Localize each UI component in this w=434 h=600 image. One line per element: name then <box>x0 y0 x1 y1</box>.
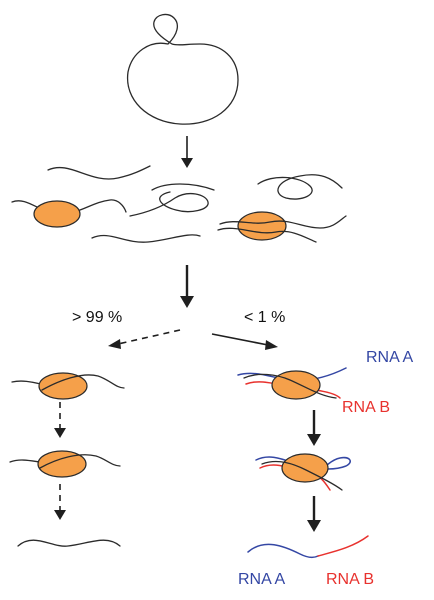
rna-fragments-group <box>11 165 347 243</box>
product-rna-a <box>247 543 319 559</box>
left-column <box>9 372 125 547</box>
arrow-dashed-down-left-1 <box>54 402 66 438</box>
fragment-right-top <box>257 174 343 200</box>
arrow-down-right-1 <box>307 410 321 446</box>
protein-left-2 <box>37 450 87 478</box>
product-rna-b <box>317 535 369 557</box>
fragment-right-2 <box>217 227 317 243</box>
right-column: RNA A RNA B RNA A RNA B <box>237 349 413 588</box>
rna-b-bottom-label: RNA B <box>326 571 374 588</box>
protein-left-1 <box>38 372 88 400</box>
protein-right-1 <box>271 370 321 400</box>
rna-b-top-label: RNA B <box>342 399 390 416</box>
fragment-center-line <box>151 183 215 191</box>
arrow-dashed-left <box>108 329 181 349</box>
free-rna-left <box>17 539 121 547</box>
percent-low-label: < 1 % <box>244 309 285 326</box>
circular-rna <box>126 13 239 125</box>
arrow-down-right-2 <box>307 496 321 532</box>
fragment-right-1 <box>219 215 347 229</box>
protein-1 <box>33 200 81 228</box>
rna-a-bottom-label: RNA A <box>238 571 285 588</box>
arrow-solid-right <box>211 333 278 350</box>
fragment-top-left <box>47 165 151 180</box>
protein-2 <box>237 211 287 241</box>
arrow-down-2 <box>180 265 194 308</box>
percent-high-label: > 99 % <box>72 309 122 326</box>
fragment-left <box>11 199 127 215</box>
fragment-mid-loop <box>129 191 209 217</box>
arrow-down-1 <box>181 136 193 168</box>
fragment-bottom-left <box>91 234 201 243</box>
arrow-dashed-down-left-2 <box>54 484 66 520</box>
rna-a-top-label: RNA A <box>366 349 413 366</box>
